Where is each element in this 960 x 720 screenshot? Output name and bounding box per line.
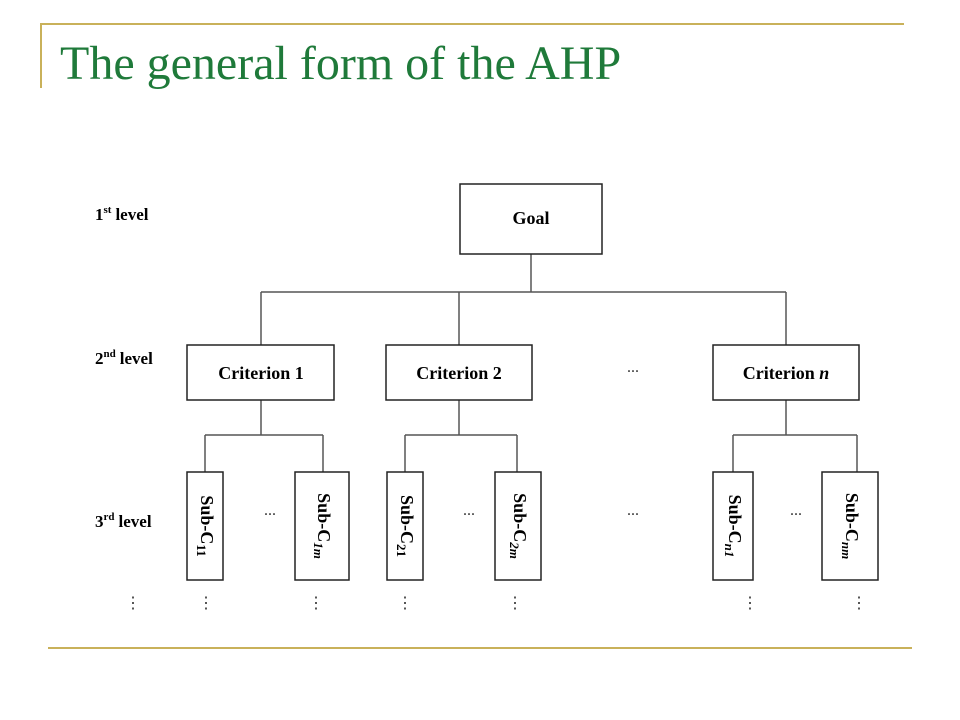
- goal-box: [459, 183, 603, 255]
- sub-c2m-base: Sub-C: [510, 493, 530, 542]
- sub-c1m-label: Sub-C1m: [311, 493, 334, 559]
- ellipsis-sub-n: ...: [790, 502, 802, 519]
- sub-cnm-box: [821, 471, 879, 581]
- ellipsis-criteria: ...: [627, 359, 639, 376]
- level-3-number: 3: [95, 512, 104, 531]
- sub-c21-base: Sub-C: [397, 495, 417, 544]
- sub-c1m-box: [294, 471, 350, 581]
- criterion-2-suffix: 2: [493, 363, 502, 383]
- criterion-2-base: Criterion: [416, 363, 488, 383]
- criterion-2-label: Criterion 2: [416, 363, 501, 383]
- vertical-ellipsis-sub-c11: ⋮: [198, 595, 214, 612]
- criterion-1-base: Criterion: [218, 363, 290, 383]
- sub-c2m-label: Sub-C2m: [507, 493, 530, 559]
- criterion-1-suffix: 1: [295, 363, 304, 383]
- criterion-n-box: [712, 344, 860, 401]
- criterion-1-box: [186, 344, 335, 401]
- bottom-horizontal-rule: [48, 647, 912, 649]
- vertical-ellipsis-left: ⋮: [125, 595, 141, 612]
- criterion-2-box: [385, 344, 533, 401]
- sub-cn1-label: Sub-Cn1: [722, 495, 745, 558]
- criterion-n-suffix: n: [819, 363, 829, 383]
- sub-c2m-index: 2m: [507, 541, 522, 559]
- level-1-suffix: st: [104, 204, 112, 216]
- sub-cn1-index: n1: [722, 544, 737, 558]
- level-2-suffix: nd: [104, 348, 116, 360]
- criterion-1-label: Criterion 1: [218, 363, 303, 383]
- ellipsis-sub-groups: ...: [627, 502, 639, 519]
- level-2-word: level: [120, 349, 153, 368]
- sub-c21-label: Sub-C21: [394, 495, 417, 557]
- sub-cnm-index: nm: [839, 542, 854, 559]
- sub-cn1-box: [712, 471, 754, 581]
- sub-cnm-label: Sub-Cnm: [839, 493, 862, 559]
- sub-c11-base: Sub-C: [197, 495, 217, 544]
- vertical-ellipsis-sub-cnm: ⋮: [851, 595, 867, 612]
- sub-cn1-base: Sub-C: [725, 495, 745, 544]
- connector-lines: [204, 254, 858, 472]
- sub-c11-label: Sub-C11: [194, 495, 217, 556]
- level-3-word: level: [119, 512, 152, 531]
- sub-c1m-base: Sub-C: [314, 493, 334, 542]
- sub-c2m-box: [494, 471, 542, 581]
- vertical-ellipsis-sub-cn1: ⋮: [742, 595, 758, 612]
- vertical-ellipsis-sub-c21: ⋮: [397, 595, 413, 612]
- ellipsis-sub-1: ...: [264, 502, 276, 519]
- sub-c21-box: [386, 471, 424, 581]
- top-horizontal-rule: [40, 23, 904, 25]
- level-3-suffix: rd: [104, 511, 115, 523]
- sub-c21-index: 21: [394, 544, 409, 557]
- criterion-n-label: Criterion n: [743, 363, 830, 383]
- sub-c1m-index: 1m: [311, 542, 326, 559]
- vertical-ellipsis-sub-c1m: ⋮: [308, 595, 324, 612]
- sub-c11-index: 11: [194, 544, 209, 556]
- level-1-number: 1: [95, 205, 104, 224]
- sub-cnm-base: Sub-C: [842, 493, 862, 542]
- level-1-word: level: [115, 205, 148, 224]
- ellipsis-sub-2: ...: [463, 502, 475, 519]
- criterion-n-base: Criterion: [743, 363, 815, 383]
- vertical-ellipsis-sub-c2m: ⋮: [507, 595, 523, 612]
- top-left-vertical-rule: [40, 24, 42, 88]
- level-2-number: 2: [95, 349, 104, 368]
- goal-label: Goal: [512, 208, 549, 228]
- slide-title: The general form of the AHP: [60, 37, 622, 90]
- sub-c11-box: [186, 471, 224, 581]
